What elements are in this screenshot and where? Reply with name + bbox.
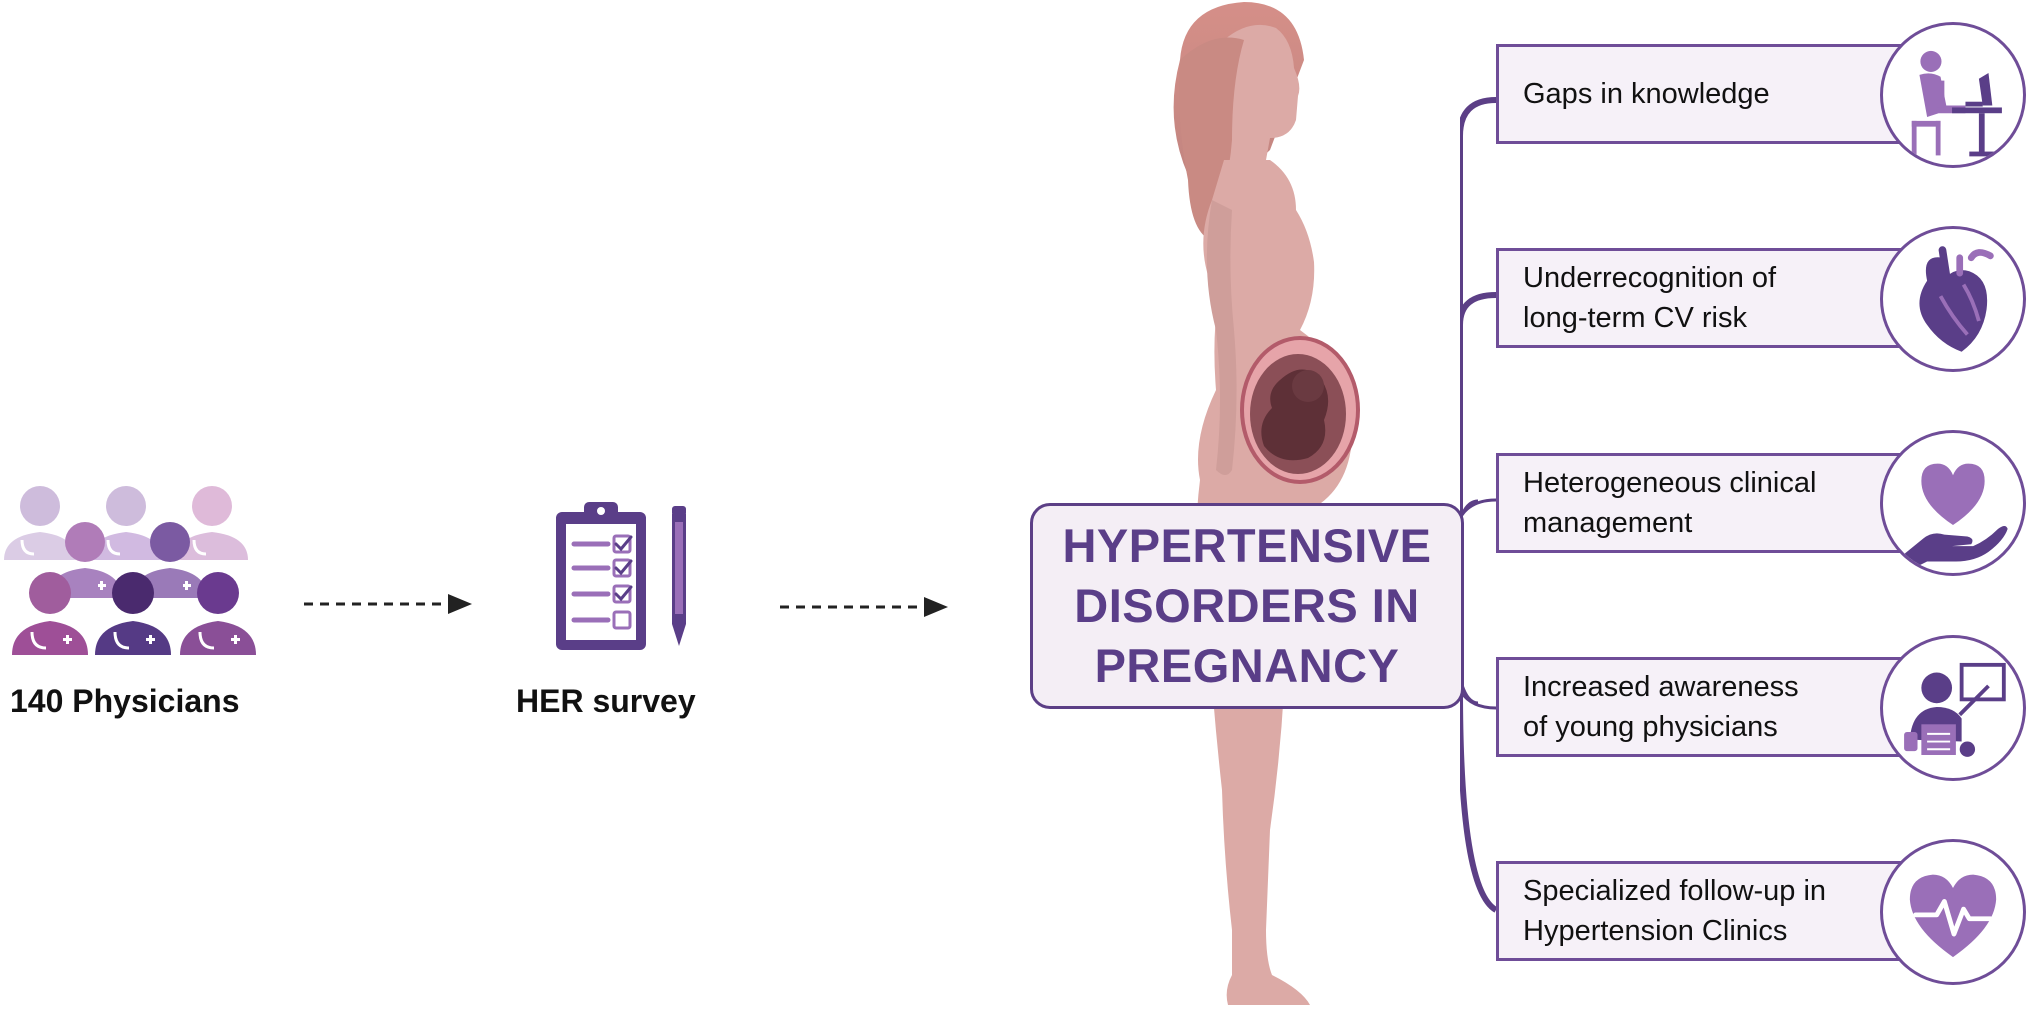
- heart-in-hand-icon: [1880, 430, 2026, 576]
- finding-5-line-1: Specialized follow-up in: [1523, 875, 1827, 907]
- finding-5-line-2: Hypertension Clinics: [1523, 915, 1788, 947]
- finding-box-2: Underrecognition of long-term CV risk: [1496, 248, 1956, 348]
- teacher-board-icon: [1880, 635, 2026, 781]
- dashed-arrow-1: [304, 594, 472, 614]
- heart-pulse-icon: [1880, 839, 2026, 985]
- finding-4-line-2: of young physicians: [1523, 711, 1778, 743]
- title-line-2: DISORDERS IN: [1074, 579, 1420, 632]
- finding-box-5: Specialized follow-up in Hypertension Cl…: [1496, 861, 1956, 961]
- title-box: HYPERTENSIVE DISORDERS IN PREGNANCY: [1030, 503, 1464, 709]
- finding-box-4: Increased awareness of young physicians: [1496, 657, 1956, 757]
- title-line-1: HYPERTENSIVE: [1062, 519, 1432, 572]
- finding-box-1: Gaps in knowledge: [1496, 44, 1956, 144]
- finding-3-line-1: Heterogeneous clinical: [1523, 467, 1817, 499]
- physicians-group-icon: [4, 486, 256, 655]
- finding-2-line-2: long-term CV risk: [1523, 302, 1747, 334]
- finding-4-line-1: Increased awareness: [1523, 671, 1799, 703]
- title-connector: [1462, 499, 1479, 705]
- survey-label: HER survey: [516, 683, 696, 719]
- person-at-desk-icon: [1880, 22, 2026, 168]
- finding-box-3: Heterogeneous clinical management: [1496, 453, 1956, 553]
- clipboard-survey-icon: [556, 502, 686, 650]
- physicians-label: 140 Physicians: [10, 683, 240, 719]
- finding-3-line-2: management: [1523, 507, 1693, 539]
- dashed-arrow-2: [780, 597, 948, 617]
- heart-organ-icon: [1880, 226, 2026, 372]
- finding-2-line-1: Underrecognition of: [1523, 262, 1777, 294]
- title-line-3: PREGNANCY: [1094, 639, 1400, 692]
- finding-1-line-1: Gaps in knowledge: [1523, 78, 1770, 110]
